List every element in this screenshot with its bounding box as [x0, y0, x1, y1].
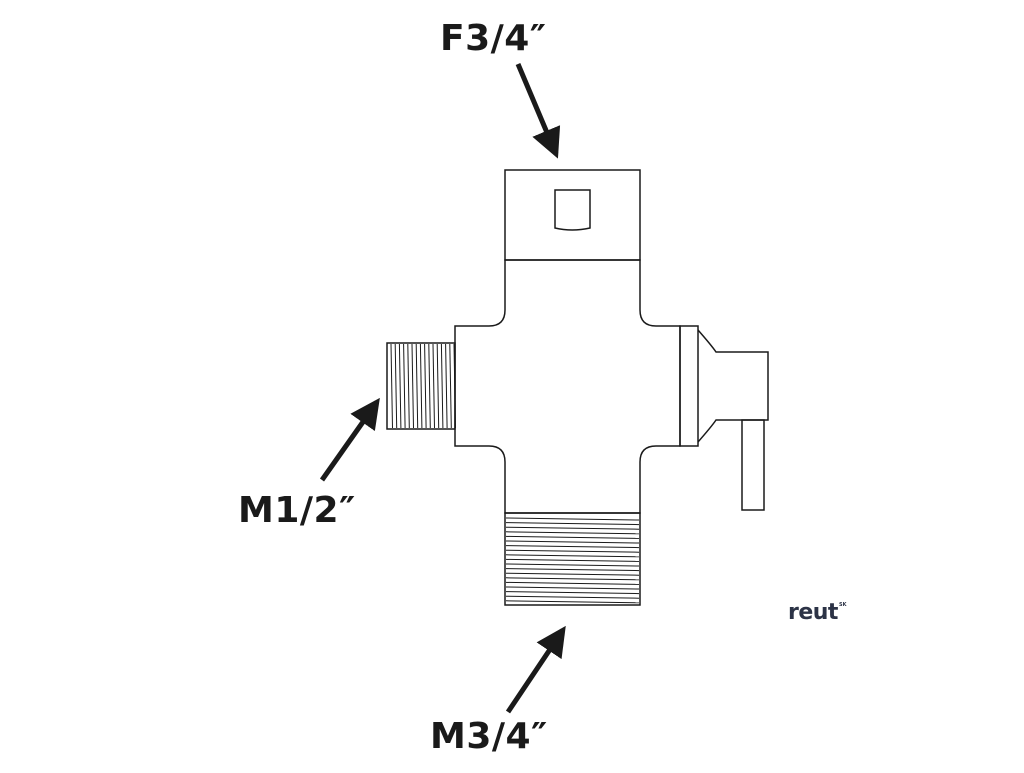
thread-line [428, 343, 431, 429]
thread-line [424, 343, 427, 429]
thread-line [419, 343, 423, 429]
thread-line [505, 535, 640, 539]
brand-logo-suffix: SK [839, 602, 847, 608]
thread-line [445, 343, 448, 429]
thread-line [505, 581, 640, 585]
thread-line [398, 343, 402, 429]
thread-line [505, 540, 640, 544]
thread-line [505, 595, 640, 599]
thread-line [403, 343, 406, 429]
bottom-thread [504, 512, 641, 606]
thread-line [390, 343, 393, 429]
label-bottom-connector: M3/4″ [430, 716, 548, 757]
thread-line [505, 526, 640, 530]
thread-line [505, 522, 640, 526]
thread-line [436, 343, 440, 429]
thread-line [407, 343, 410, 429]
thread-line [505, 600, 640, 604]
top-connector [504, 169, 641, 261]
thread-line [505, 545, 640, 549]
thread-line [505, 549, 640, 553]
thread-line [440, 343, 444, 429]
arrow-left [319, 397, 380, 482]
thread-line [394, 343, 398, 429]
label-left-connector: M1/2″ [238, 490, 356, 531]
thread-line [505, 586, 640, 590]
thread-line [505, 591, 640, 595]
thread-line [505, 531, 640, 535]
thread-line [505, 554, 640, 558]
valve-handle [679, 325, 769, 511]
thread-line [505, 577, 640, 581]
thread-line [505, 568, 640, 572]
arrow-bottom [505, 625, 566, 714]
thread-line [432, 343, 435, 429]
thread-line [505, 517, 640, 521]
thread-line [505, 572, 640, 576]
thread-line [411, 343, 414, 429]
thread-line [449, 343, 452, 429]
thread-line [453, 343, 456, 429]
thread-line [505, 563, 640, 567]
thread-line [505, 558, 640, 562]
brand-logo: reut [788, 600, 838, 625]
arrow-top [515, 63, 561, 159]
left-thread [386, 342, 456, 430]
label-top-connector: F3/4″ [440, 18, 547, 59]
valve-body [454, 259, 681, 514]
thread-line [415, 343, 419, 429]
